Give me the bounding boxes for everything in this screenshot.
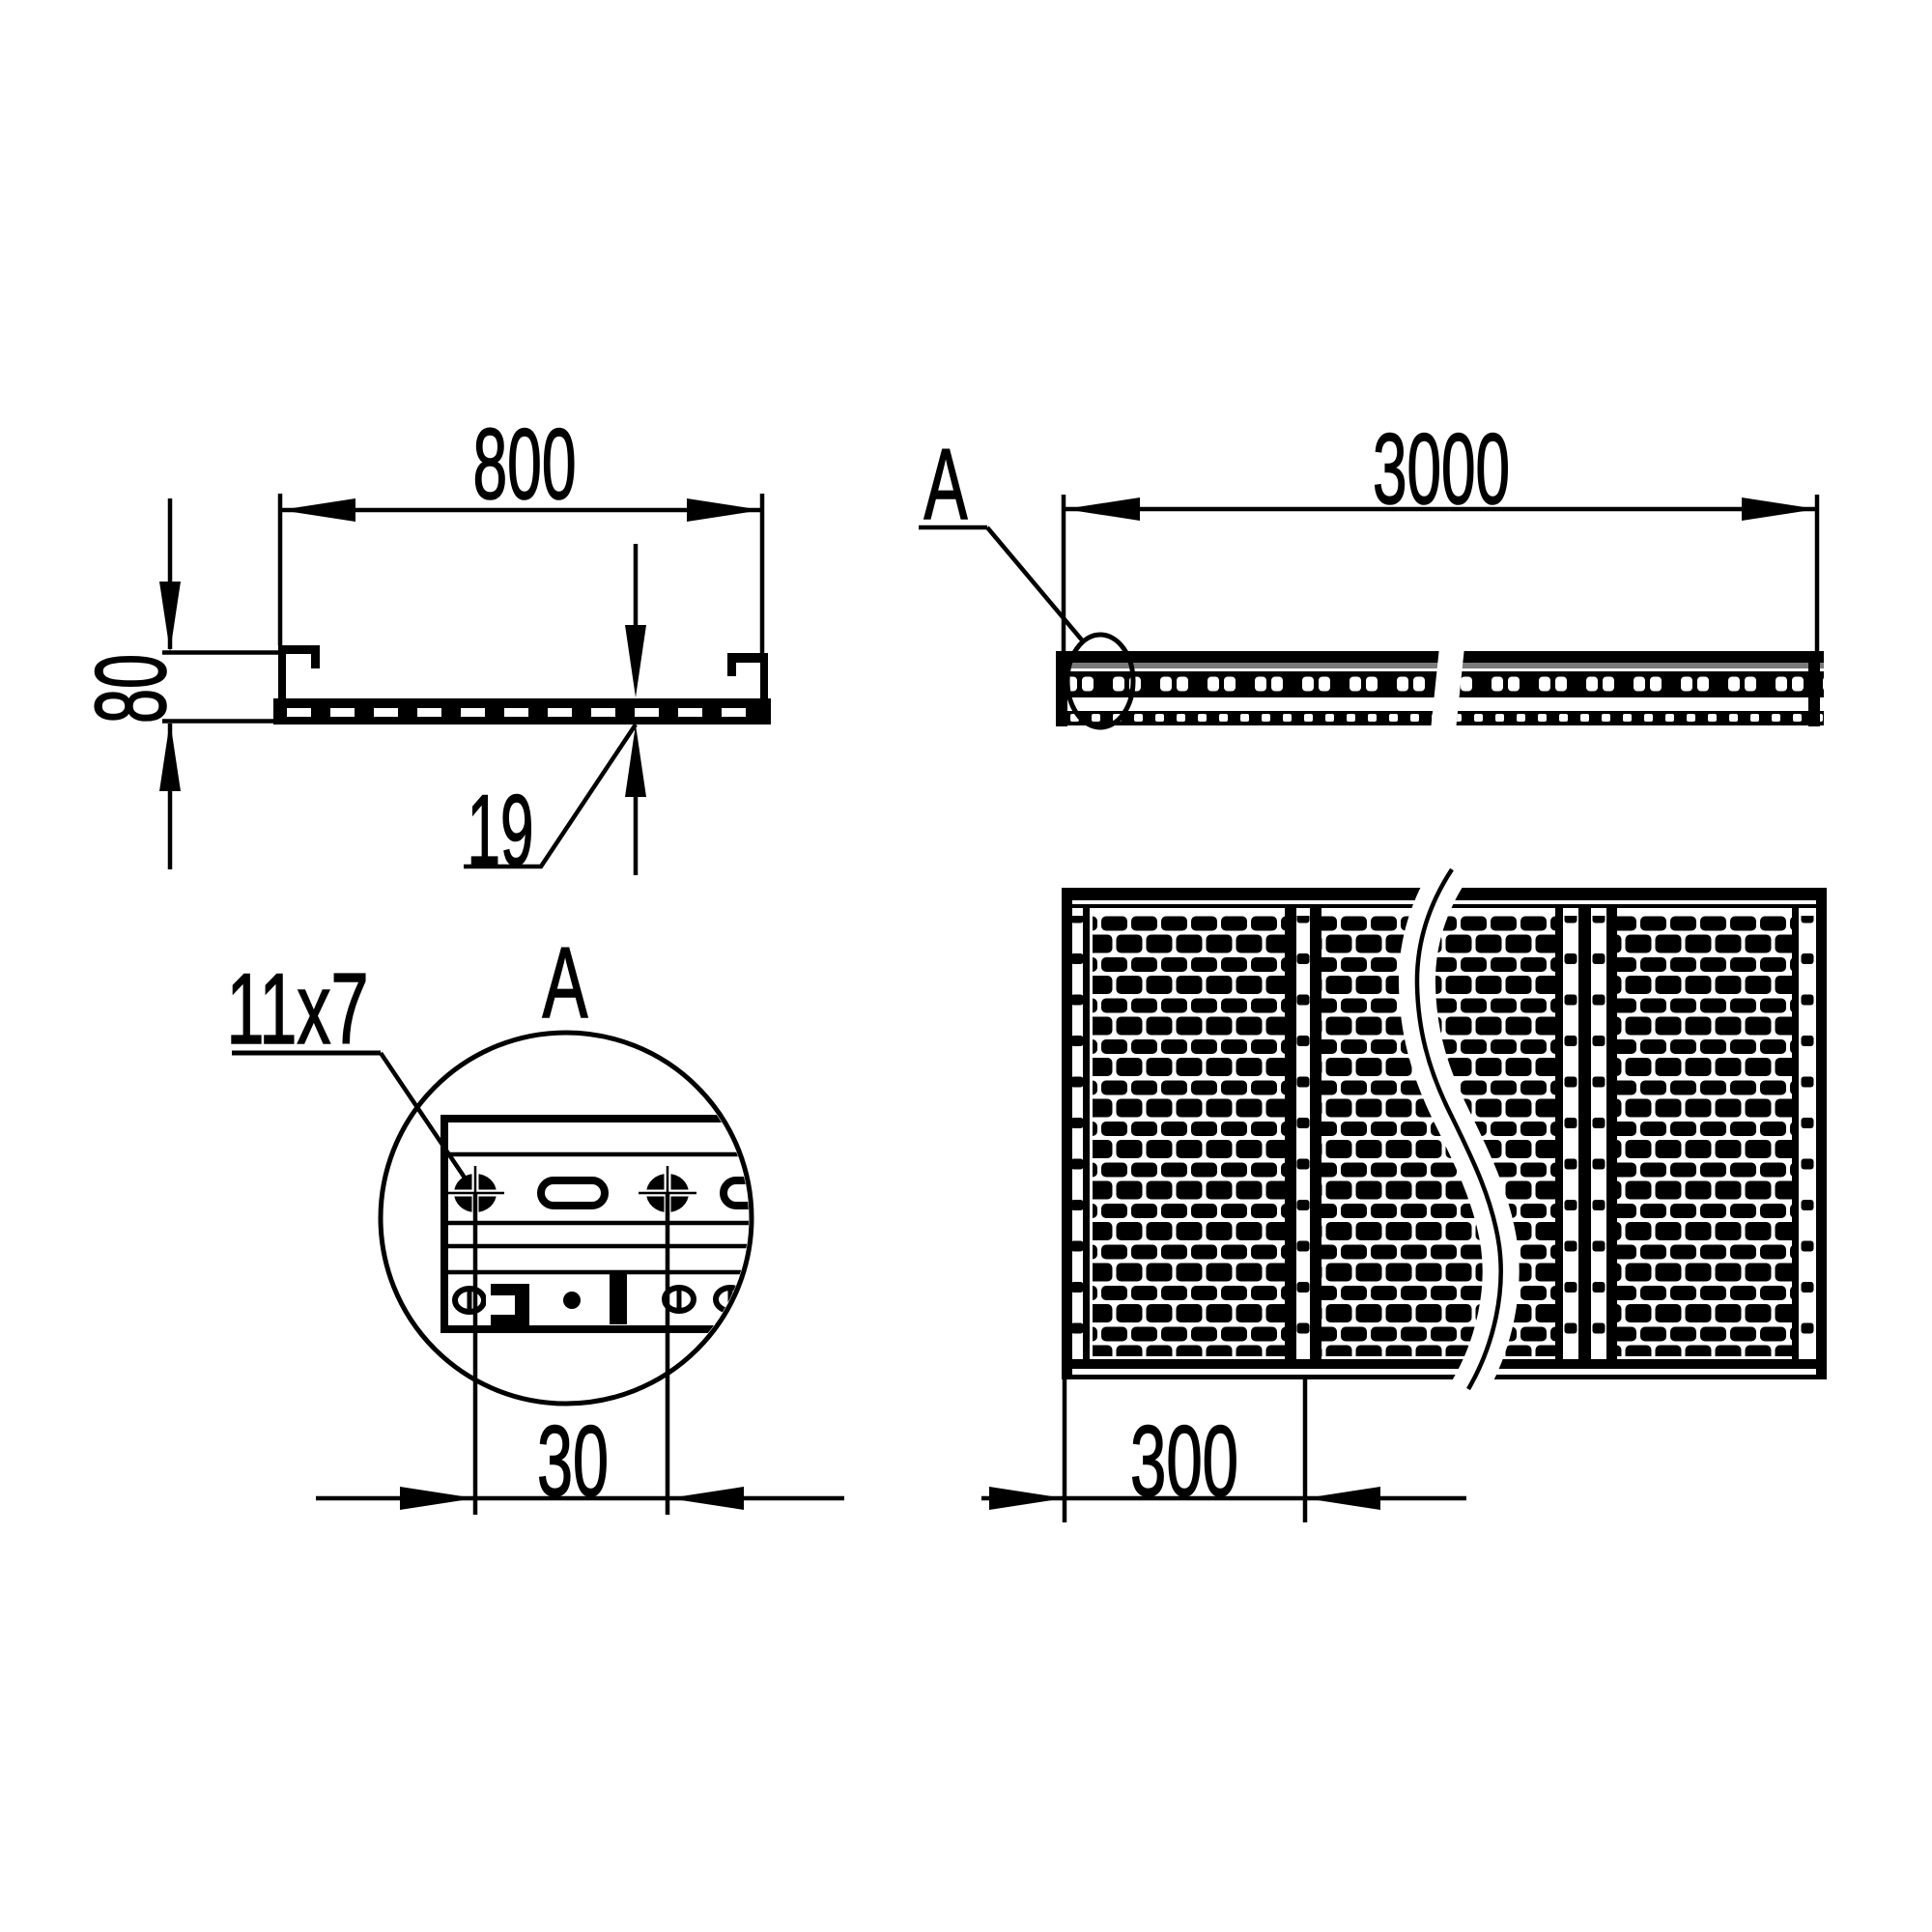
svg-text:800: 800 <box>473 409 577 521</box>
svg-text:A: A <box>924 429 968 541</box>
svg-text:19: 19 <box>468 775 534 887</box>
svg-text:300: 300 <box>1130 1406 1238 1518</box>
svg-text:11x7: 11x7 <box>227 953 369 1065</box>
svg-text:A: A <box>543 927 588 1039</box>
svg-text:30: 30 <box>537 1406 609 1518</box>
svg-text:80: 80 <box>75 654 187 724</box>
